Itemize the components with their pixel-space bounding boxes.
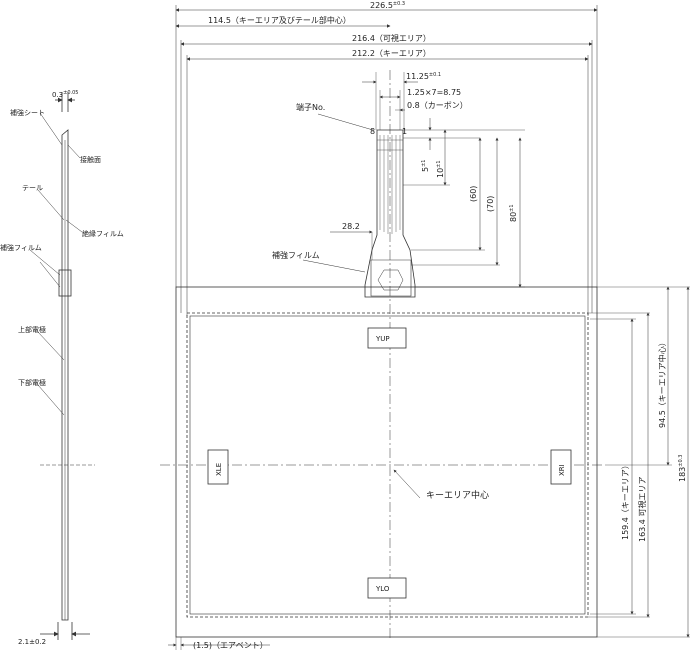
x-le-electrode-label: XLE (215, 463, 223, 476)
key-area-width-dim: 212.2（キーエリア） (352, 49, 431, 58)
dim-10: 10±1 (436, 160, 445, 178)
visible-area-width-dim: 216.4（可視エリア） (352, 34, 431, 43)
air-vent-dim: (1.5)（エアベント） (193, 641, 268, 650)
side-contact-face-label: 接触面 (80, 155, 101, 164)
front-view-lines (160, 5, 690, 650)
total-width-dim: 226.5±0.3 (370, 1, 405, 10)
total-height-dim: 183±0.3 (678, 455, 687, 482)
dim-28-2: 28.2 (342, 222, 360, 231)
side-reinforce-sheet-label: 補強シート (10, 108, 45, 117)
key-area-center-label: キーエリア中心 (426, 489, 489, 501)
side-view (29, 92, 95, 640)
key-tail-center-dim: 114.5（キーエリア及びテール部中心） (208, 15, 351, 25)
key-area-height-dim: 159.4（キーエリア） (621, 461, 630, 540)
reinforce-film-label: 補強フィルム (272, 250, 320, 260)
side-lower-electrode-label: 下部電極 (18, 378, 46, 387)
side-reinforce-film-label: 補強フィルム (0, 243, 42, 252)
dim-60: (60) (469, 186, 478, 202)
tail-width-dim: 11.25±0.1 (406, 72, 441, 81)
x-ri-electrode-label: XRI (558, 464, 566, 476)
carbon-dim: 0.8（カーボン） (407, 101, 468, 110)
pitch-dim: 1.25×7=8.75 (407, 88, 461, 97)
pin-8-label: 8 (370, 127, 375, 136)
y-up-electrode-label: YUP (375, 335, 390, 343)
dim-70: (70) (486, 196, 495, 212)
dim-5: 5±1 (421, 160, 430, 172)
thickness-top-label: 0.3±0.05 (52, 90, 78, 99)
visible-area-height-dim: 163.4 可視エリア (638, 477, 647, 542)
thickness-bottom-label: 2.1±0.2 (18, 638, 46, 646)
side-tail-label: テール (22, 184, 43, 192)
key-center-vertical-dim: 94.5（キーエリア中心） (657, 338, 667, 428)
y-lo-electrode-label: YLO (375, 585, 390, 593)
pin-1-label: 1 (402, 127, 407, 136)
dim-80: 80±1 (509, 204, 518, 222)
terminal-no-label: 端子No. (296, 102, 325, 112)
side-insulation-film-label: 絶縁フィルム (82, 229, 124, 238)
side-upper-electrode-label: 上部電極 (18, 325, 46, 334)
